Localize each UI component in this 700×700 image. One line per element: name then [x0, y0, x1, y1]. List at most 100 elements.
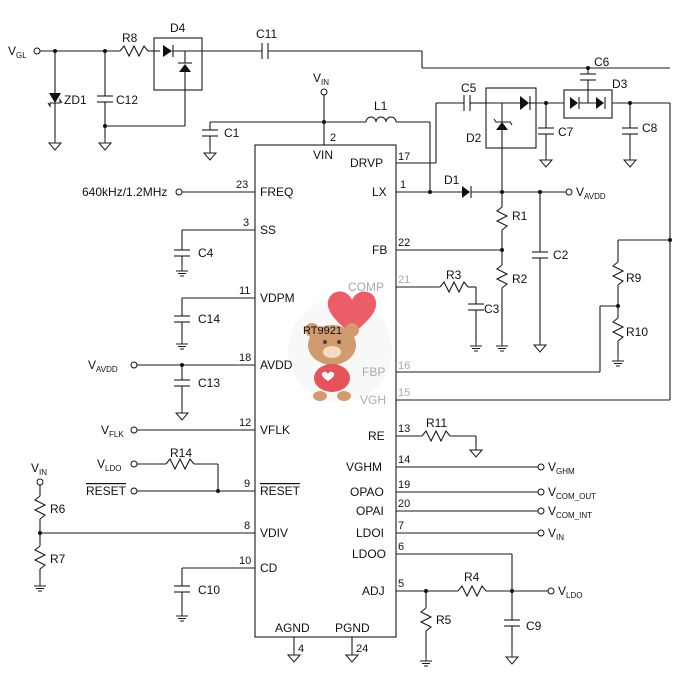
pin-ldoo-num: 6: [398, 541, 404, 553]
c2-label: C2: [553, 248, 569, 262]
c12-label: C12: [116, 93, 138, 107]
c14-label: C14: [198, 312, 220, 326]
net-vldo-right-label: VLDO: [558, 584, 582, 600]
r2-label: R2: [512, 272, 528, 286]
r9-label: R9: [626, 271, 642, 285]
c5-label: C5: [461, 81, 477, 95]
pin-fbp-name: FBP: [362, 365, 385, 379]
r6-label: R6: [50, 502, 66, 516]
c9-label: C9: [526, 619, 542, 633]
pin-vdiv-name: VDIV: [260, 526, 288, 540]
reset-label: RESET: [86, 484, 127, 498]
net-vflk-label: VFLK: [101, 423, 124, 439]
watermark-mascot-icon: [288, 291, 392, 402]
net-vin-top-label: VIN: [313, 71, 329, 87]
pin-drvp-num: 17: [398, 151, 410, 163]
vgl-section: [33, 37, 670, 151]
r4-label: R4: [464, 570, 480, 584]
c3-label: C3: [484, 302, 500, 316]
pin-ldoi-name: LDOI: [356, 526, 384, 540]
r8-label: R8: [122, 31, 138, 45]
r1-label: R1: [512, 209, 528, 223]
pin-cd-name: CD: [260, 561, 278, 575]
net-vavdd-right-label: VAVDD: [576, 185, 606, 201]
pin-vin-num: 2: [330, 132, 336, 144]
pin-adj-name: ADJ: [362, 584, 385, 598]
net-vghm-label: VGHM: [548, 460, 575, 476]
c1-label: C1: [224, 126, 240, 140]
pin-fb-name: FB: [372, 243, 387, 257]
net-vcom-int-label: VCOM_INT: [548, 504, 592, 520]
pin-vflk-name: VFLK: [260, 423, 290, 437]
pin-vgh-num: 15: [398, 387, 410, 399]
r11-label: R11: [426, 416, 447, 430]
r14-label: R14: [170, 446, 192, 460]
ic-body: [254, 144, 397, 638]
c13-label: C13: [198, 376, 220, 390]
pin-vflk-num: 12: [239, 417, 251, 429]
net-vin-right-label: VIN: [548, 526, 564, 542]
c6-label: C6: [594, 55, 610, 69]
pin-opai-name: OPAI: [356, 504, 384, 518]
pin-vdpm-name: VDPM: [260, 291, 295, 305]
net-vin-left-label: VIN: [31, 461, 47, 477]
zd1-label: ZD1: [64, 93, 87, 107]
c10-label: C10: [198, 583, 220, 597]
pin-vin-name: VIN: [313, 148, 333, 162]
pin-opao-name: OPAO: [350, 485, 384, 499]
boost-output-section: [396, 148, 573, 353]
d2-label: D2: [466, 131, 482, 145]
pin-lx-num: 1: [400, 179, 406, 191]
vgh-feedback-section: [396, 238, 672, 401]
right-pins-section: [287, 429, 555, 667]
c8-label: C8: [642, 121, 658, 135]
pin-avdd-name: AVDD: [260, 358, 293, 372]
comp-section: [396, 280, 484, 352]
r10-label: R10: [626, 325, 648, 339]
pin-agnd-name: AGND: [275, 621, 310, 635]
pin-vghm-num: 14: [398, 454, 410, 466]
pin-vghm-name: VGHM: [346, 460, 382, 474]
pin-vdpm-num: 11: [239, 285, 250, 297]
pin-reset-num: 9: [244, 478, 250, 490]
net-vgl-label: VGL: [8, 44, 27, 60]
left-pins-section: [33, 188, 255, 622]
pin-ss-num: 3: [243, 217, 249, 229]
pin-comp-name: COMP: [348, 280, 384, 294]
d3-label: D3: [612, 77, 628, 91]
pin-drvp-name: DRVP: [350, 156, 383, 170]
pin-pgnd-num: 24: [356, 643, 368, 655]
pin-adj-num: 5: [398, 578, 404, 590]
pin-freq-name: FREQ: [260, 185, 293, 199]
pin-agnd-num: 4: [298, 643, 304, 655]
watermark-text: RT9921: [303, 325, 342, 337]
pin-re-num: 13: [398, 423, 410, 435]
pin-comp-num: 21: [398, 274, 410, 286]
freq-label: 640kHz/1.2MHz: [82, 185, 167, 199]
l1-label: L1: [374, 99, 388, 113]
c11-label: C11: [256, 27, 277, 41]
d1-label: D1: [444, 173, 460, 187]
c7-label: C7: [558, 125, 574, 139]
charge-pump-section: [396, 66, 671, 400]
pin-ldoi-num: 7: [398, 520, 404, 532]
d4-label: D4: [170, 21, 186, 35]
pin-opao-num: 19: [398, 479, 410, 491]
net-vldo-left-label: VLDO: [97, 457, 121, 473]
pin-freq-num: 23: [236, 179, 248, 191]
r3-label: R3: [446, 268, 462, 282]
pin-reset-name: RESET: [260, 484, 301, 498]
pin-re-name: RE: [368, 429, 385, 443]
pin-vdiv-num: 8: [244, 520, 250, 532]
pin-fb-num: 22: [398, 237, 410, 249]
pin-pgnd-name: PGND: [335, 621, 370, 635]
pin-opai-num: 20: [398, 498, 410, 510]
pin-ss-name: SS: [260, 223, 276, 237]
c4-label: C4: [198, 246, 214, 260]
r7-label: R7: [50, 552, 66, 566]
pin-vgh-name: VGH: [360, 393, 386, 407]
pin-ldoo-name: LDOO: [352, 547, 386, 561]
net-vcom-out-label: VCOM_OUT: [548, 485, 596, 501]
